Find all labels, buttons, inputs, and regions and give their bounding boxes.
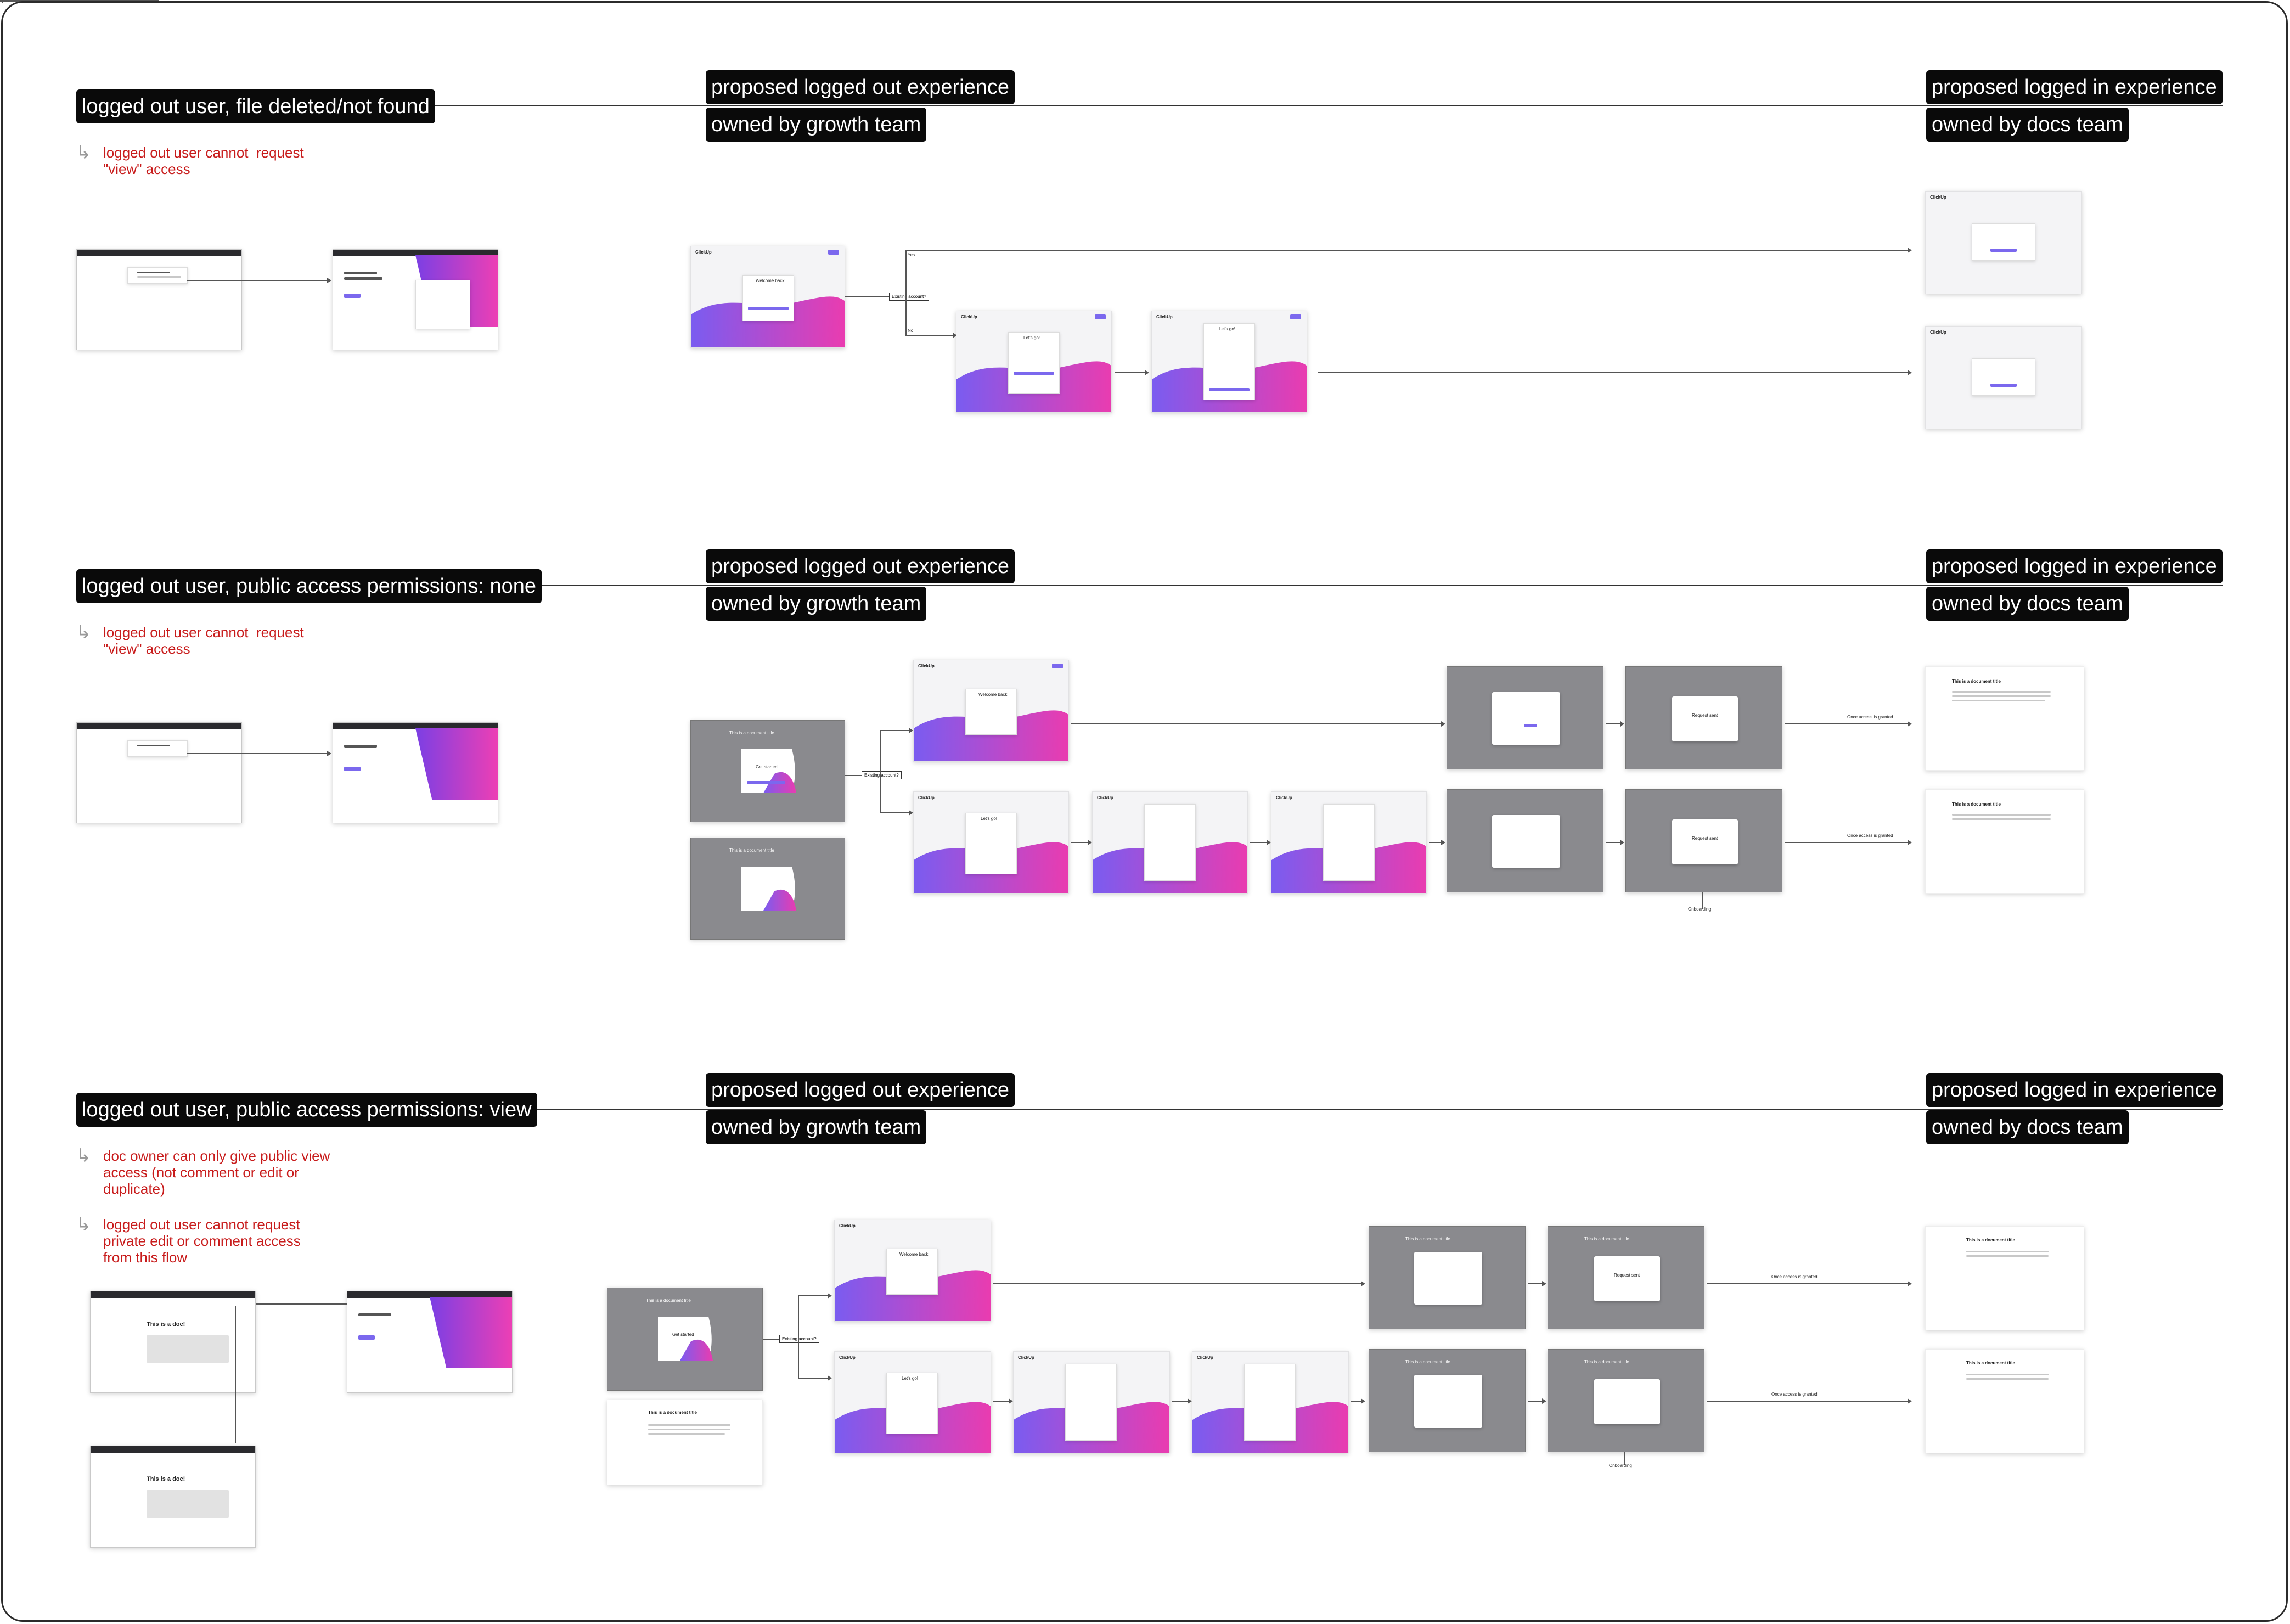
welcome-back-screen: ClickUp Welcome back! <box>913 660 1069 762</box>
note-arrow-icon: ↳ <box>76 621 92 643</box>
access-granted-label: Once access is granted <box>1771 1274 1818 1279</box>
note-text: logged out user cannot request "view" ac… <box>103 624 304 657</box>
not-found-screen <box>76 722 242 823</box>
access-granted-label: Once access is granted <box>1847 715 1893 720</box>
clickup-home-screen <box>347 1291 513 1393</box>
onboarding-label: Onboarding <box>1609 1463 1632 1468</box>
doc-view-screen: This is a document title <box>1925 1226 2084 1330</box>
not-found-screen <box>76 249 242 350</box>
proposed-in-label: proposed logged in experience <box>1926 549 2223 583</box>
owner-out-label: owned by growth team <box>706 587 926 621</box>
note-text: logged out user cannot request private e… <box>103 1216 301 1266</box>
logged-in-not-found-screen: ClickUp <box>1925 191 2082 294</box>
lets-go-email-screen: ClickUp Let's go! <box>1151 311 1307 413</box>
owner-out-label: owned by growth team <box>706 108 926 142</box>
access-granted-label-2: Once access is granted <box>1771 1392 1818 1397</box>
owner-in-label: owned by docs team <box>1926 1110 2129 1144</box>
lets-go-code-screen: ClickUp <box>1271 791 1427 894</box>
lets-go-code-screen: ClickUp <box>1192 1351 1349 1453</box>
welcome-back-screen: ClickUp Welcome back! <box>690 246 845 348</box>
proposed-in-label: proposed logged in experience <box>1926 70 2223 104</box>
request-sent-modal-2: Request sent <box>1625 789 1782 892</box>
owner-in-label: owned by docs team <box>1926 587 2129 621</box>
request-sent-modal: This is a document title Request sent <box>1548 1226 1704 1329</box>
owner-out-label: owned by growth team <box>706 1110 926 1144</box>
request-sent-modal-2: This is a document title <box>1548 1349 1704 1452</box>
request-sent-modal: Request sent <box>1625 666 1782 769</box>
section-title: logged out user, file deleted/not found <box>76 89 435 123</box>
lets-go-screen: ClickUp Let's go! <box>834 1351 991 1453</box>
public-doc-screen-2: This is a doc! <box>90 1446 256 1548</box>
existing-account-decision: Existing account? <box>889 293 929 301</box>
onboarding-label: Onboarding <box>1688 907 1711 912</box>
doc-view-screen-2: This is a document title <box>1925 1349 2084 1453</box>
welcome-back-screen: ClickUp Welcome back! <box>834 1220 991 1322</box>
lets-go-screen: ClickUp Let's go! <box>956 311 1112 413</box>
section-title: logged out user, public access permissio… <box>76 569 542 603</box>
proposed-out-label: proposed logged out experience <box>706 1073 1015 1107</box>
note-arrow-icon: ↳ <box>76 1213 92 1235</box>
section-divider <box>532 585 2223 586</box>
owner-in-label: owned by docs team <box>1926 108 2129 142</box>
yes-label: Yes <box>908 252 915 257</box>
request-access-modal: This is a document title <box>1369 1226 1526 1329</box>
proposed-out-label: proposed logged out experience <box>706 70 1015 104</box>
note-text: logged out user cannot request "view" ac… <box>103 144 304 177</box>
request-access-modal <box>1447 666 1603 769</box>
doc-get-started-overlay-2: This is a document title <box>690 838 845 940</box>
doc-preview-screen: This is a document title <box>607 1400 763 1485</box>
doc-view-screen: This is a document title <box>1925 666 2084 771</box>
public-doc-screen: This is a doc! <box>90 1291 256 1393</box>
clickup-home-screen <box>333 722 498 823</box>
section-title: logged out user, public access permissio… <box>76 1093 537 1127</box>
doc-view-screen-2: This is a document title <box>1925 789 2084 894</box>
section-divider <box>434 105 2223 106</box>
existing-account-decision: Existing account? <box>862 771 902 779</box>
proposed-out-label: proposed logged out experience <box>706 549 1015 583</box>
lets-go-screen: ClickUp Let's go! <box>913 791 1069 894</box>
doc-get-started-overlay: This is a document title Get started <box>690 720 845 822</box>
existing-account-decision: Existing account? <box>779 1335 819 1343</box>
note-arrow-icon: ↳ <box>76 142 92 164</box>
clickup-home-screen <box>333 249 498 350</box>
section-divider <box>532 1109 2223 1110</box>
proposed-in-label: proposed logged in experience <box>1926 1073 2223 1107</box>
no-label: No <box>908 328 913 333</box>
doc-get-started-overlay: This is a document title Get started <box>607 1288 763 1391</box>
lets-go-email-screen: ClickUp <box>1092 791 1248 894</box>
note-text: doc owner can only give public view acce… <box>103 1148 330 1197</box>
note-arrow-icon: ↳ <box>76 1145 92 1167</box>
access-granted-label-2: Once access is granted <box>1847 833 1893 838</box>
request-access-modal-2 <box>1447 789 1603 892</box>
logged-in-not-found-screen-2: ClickUp <box>1925 326 2082 429</box>
lets-go-email-screen: ClickUp <box>1013 1351 1170 1453</box>
request-access-modal-2: This is a document title <box>1369 1349 1526 1452</box>
